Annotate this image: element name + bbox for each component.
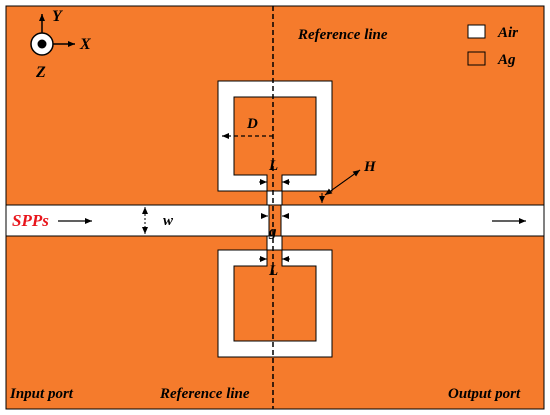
label-l-bottom: L xyxy=(268,263,278,279)
top-coupling-slot xyxy=(266,190,283,206)
reference-line-top-label: Reference line xyxy=(297,27,388,43)
input-port-label: Input port xyxy=(9,386,74,402)
label-d: D xyxy=(246,116,258,132)
bus-waveguide-left xyxy=(5,204,270,237)
axis-y-label: Y xyxy=(52,8,63,25)
bottom-coupling-slot xyxy=(266,235,283,251)
label-spps: SPPs xyxy=(12,211,49,230)
label-l-top: L xyxy=(268,158,278,174)
legend-label-ag: Ag xyxy=(497,52,516,68)
axis-z-label: Z xyxy=(35,64,46,81)
legend-swatch-air xyxy=(467,24,486,39)
legend: Air Ag xyxy=(467,24,518,68)
label-w: w xyxy=(163,213,174,229)
label-h: H xyxy=(363,159,377,175)
axis-x-label: X xyxy=(79,36,91,53)
label-g: g xyxy=(268,224,277,240)
reference-line-bottom-label: Reference line xyxy=(159,386,250,402)
legend-swatch-ag xyxy=(467,51,486,66)
coordinate-axes-icon xyxy=(30,14,75,56)
legend-label-air: Air xyxy=(497,25,518,41)
output-port-label: Output port xyxy=(448,386,521,402)
bottom-ring-resonator xyxy=(217,249,333,358)
